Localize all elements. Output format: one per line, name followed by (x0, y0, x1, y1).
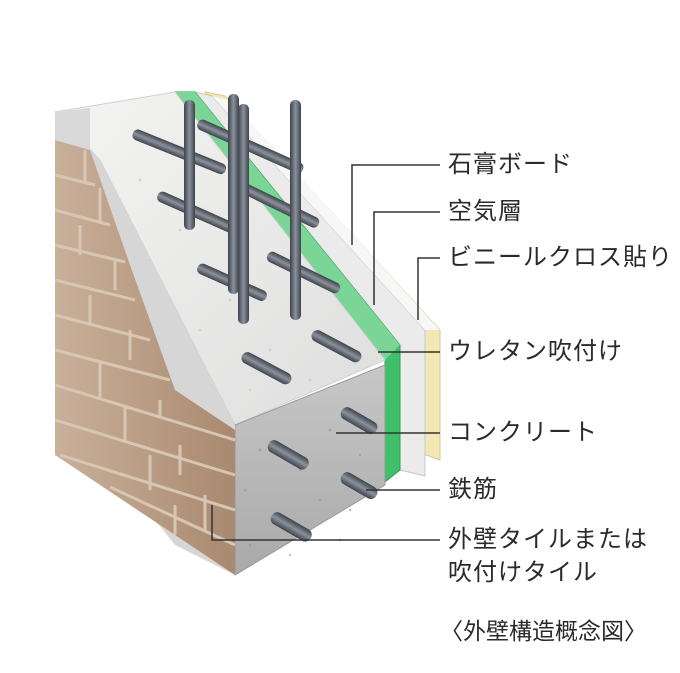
label-rebar: 鉄筋 (448, 475, 498, 503)
label-vinyl-cloth: ビニールクロス貼り (448, 243, 673, 271)
label-exterior-finish-line2: 吹付けタイル (448, 558, 598, 586)
rebar-grid (132, 94, 378, 542)
leader-lines (211, 164, 440, 541)
leader-gypsum-board (351, 164, 440, 245)
exterior-tile-wall (54, 108, 236, 575)
diagram-caption: 〈外壁構造概念図〉 (440, 619, 647, 645)
label-exterior-finish-line1: 外壁タイルまたは (448, 525, 648, 553)
leader-vinyl-cloth (417, 257, 440, 320)
leader-exterior-finish (211, 505, 440, 541)
label-concrete: コンクリート (448, 418, 598, 446)
label-gypsum-board: 石膏ボード (448, 150, 573, 178)
label-air-layer: 空気層 (448, 197, 523, 225)
leader-air-layer (373, 211, 440, 305)
label-urethane-spray: ウレタン吹付け (448, 337, 623, 365)
